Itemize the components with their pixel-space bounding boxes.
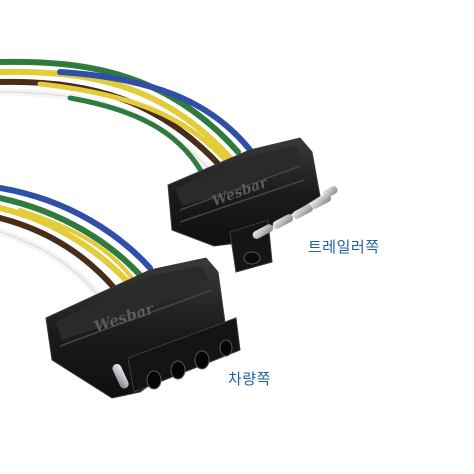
vehicle-side-label: 차량쪽	[228, 370, 271, 388]
upper-wire-bundle	[0, 58, 253, 181]
trailer-side-label: 트레일러쪽	[308, 238, 380, 256]
trailer-pins	[243, 186, 338, 265]
lower-wire-bundle	[0, 185, 153, 302]
vehicle-ground-pin	[112, 364, 129, 389]
trailer-connector: Wesbar	[167, 137, 338, 273]
vehicle-sockets	[146, 339, 233, 390]
vehicle-connector: Wesbar	[45, 257, 241, 399]
